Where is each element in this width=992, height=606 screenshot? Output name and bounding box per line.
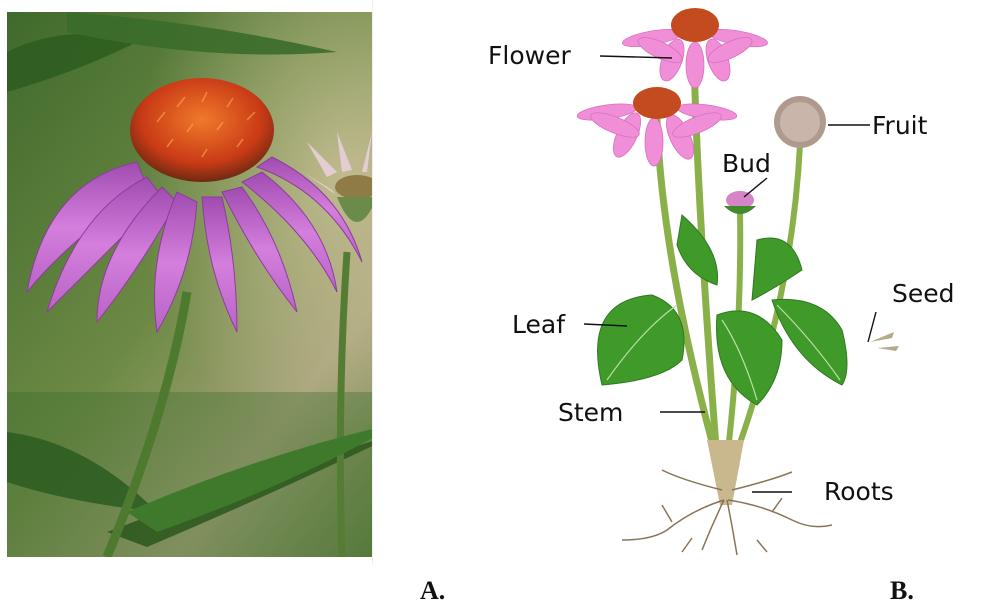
label-roots: Roots xyxy=(824,477,894,506)
label-leaf: Leaf xyxy=(512,310,566,339)
label-stem: Stem xyxy=(558,398,623,427)
label-flower: Flower xyxy=(488,41,571,70)
label-bud: Bud xyxy=(722,149,771,178)
coneflower-diagram: Flower Fruit Bud Seed Leaf Stem Roots xyxy=(372,0,992,565)
flower-cone xyxy=(130,78,274,182)
caption-a: A. xyxy=(420,576,445,606)
coneflower-photo xyxy=(7,12,430,557)
fruit-shape xyxy=(774,96,826,148)
caption-b: B. xyxy=(890,576,914,606)
label-fruit: Fruit xyxy=(872,111,928,140)
label-seed: Seed xyxy=(892,279,955,308)
